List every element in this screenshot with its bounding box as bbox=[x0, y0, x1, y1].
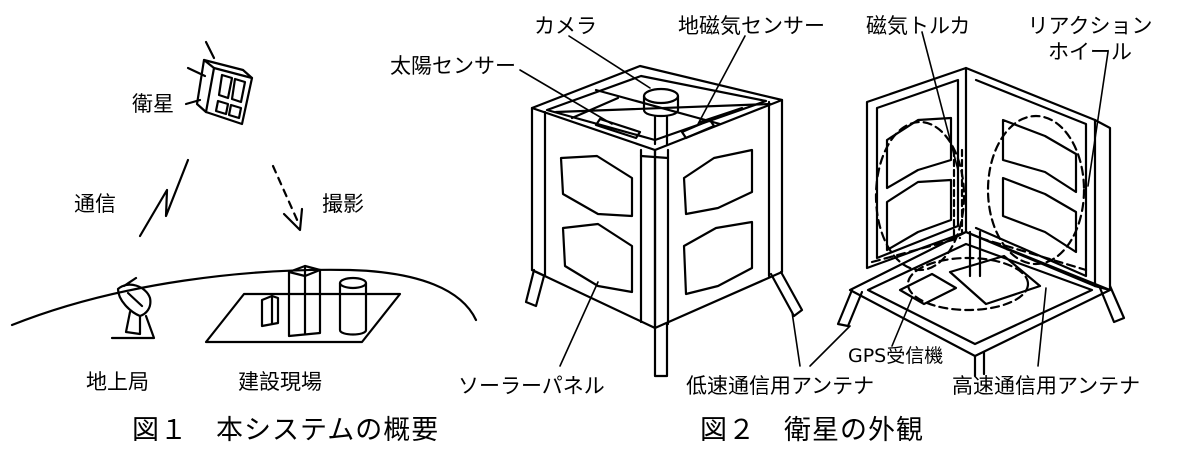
construction-site-icon bbox=[204, 264, 402, 344]
figure1-caption: 図１ 本システムの概要 bbox=[132, 415, 440, 446]
figure2-caption: 図２ 衛星の外観 bbox=[700, 415, 924, 446]
label-gps-receiver: GPS受信機 bbox=[848, 345, 944, 367]
label-high-speed-antenna: 高速通信用アンテナ bbox=[952, 374, 1141, 398]
sun-sensor-icon bbox=[594, 117, 642, 140]
label-reaction-wheel-line1: リアクション bbox=[1027, 14, 1153, 38]
label-satellite: 衛星 bbox=[132, 92, 174, 116]
communication-signal-icon bbox=[138, 158, 190, 238]
gps-receiver-icon bbox=[898, 272, 958, 306]
label-photography: 撮影 bbox=[322, 192, 364, 216]
label-camera: カメラ bbox=[534, 14, 597, 38]
label-construction-site: 建設現場 bbox=[238, 370, 322, 394]
figure1-drawing bbox=[10, 40, 478, 344]
label-communication: 通信 bbox=[74, 192, 116, 216]
high-speed-antenna-icon bbox=[906, 256, 1030, 312]
magnetometer-icon bbox=[680, 118, 716, 140]
camera-icon bbox=[642, 94, 680, 118]
photography-arrow-icon bbox=[271, 164, 304, 232]
label-magnetorquer: 磁気トルカ bbox=[866, 14, 971, 38]
label-solar-panel: ソーラーパネル bbox=[458, 374, 605, 398]
reaction-wheel-icon bbox=[874, 120, 966, 272]
satellite-interior-drawing bbox=[836, 66, 1126, 378]
magnetorquer-icon bbox=[952, 148, 964, 238]
label-sun-sensor: 太陽センサー bbox=[390, 54, 516, 78]
label-low-speed-antenna: 低速通信用アンテナ bbox=[686, 374, 875, 398]
label-ground-station: 地上局 bbox=[86, 370, 149, 394]
satellite-exterior-drawing bbox=[524, 64, 804, 378]
leader-lines bbox=[519, 31, 1109, 367]
satellite-icon bbox=[184, 40, 254, 126]
ground-station-icon bbox=[110, 276, 156, 340]
earth-horizon bbox=[10, 268, 478, 327]
label-reaction-wheel-line2: ホイール bbox=[1048, 40, 1132, 64]
label-magnetometer: 地磁気センサー bbox=[678, 14, 825, 38]
